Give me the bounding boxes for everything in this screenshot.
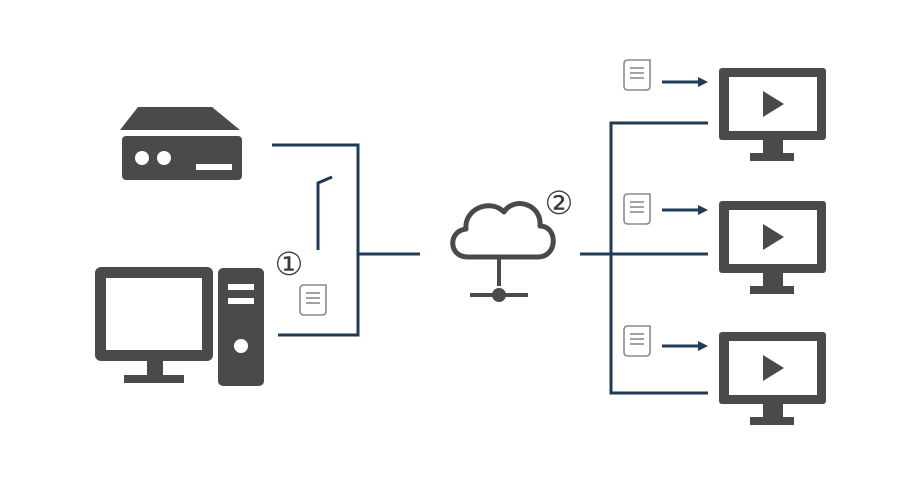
- arrow-icon: [662, 77, 708, 87]
- arrow-icon: [662, 341, 708, 351]
- document-icon: [623, 193, 651, 225]
- step-two-label: ②: [545, 184, 574, 222]
- server-icon: [120, 107, 242, 180]
- right-connector-lines: [580, 121, 708, 395]
- document-icon: [299, 284, 327, 316]
- document-icon: [623, 59, 651, 91]
- step-one-label: ①: [275, 245, 304, 283]
- left-connector-lines: [272, 143, 420, 337]
- media-display-icon: [719, 332, 826, 425]
- media-display-icon: [719, 68, 826, 161]
- document-icon: [623, 325, 651, 357]
- arrow-icon: [662, 205, 708, 215]
- desktop-computer-icon: [95, 267, 264, 386]
- cloud-network-icon: [450, 201, 556, 302]
- media-display-icon: [719, 201, 826, 294]
